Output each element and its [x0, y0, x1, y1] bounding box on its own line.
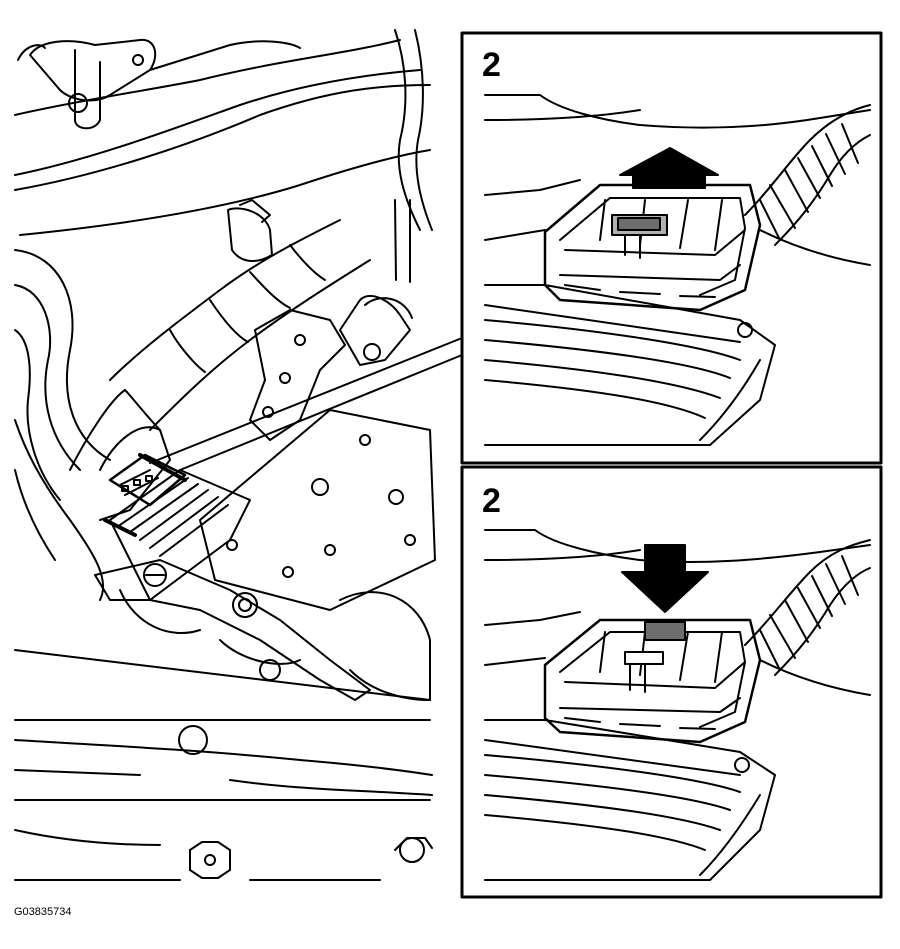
upper-hoses	[14, 29, 433, 283]
callout-leader	[149, 337, 463, 471]
inset-bottom-content	[484, 529, 871, 881]
inset-top-content	[484, 94, 871, 446]
arrow-down-icon	[621, 544, 709, 613]
inset-panel-bottom	[460, 465, 883, 899]
lower-bracket	[94, 559, 431, 701]
top-module	[484, 284, 776, 446]
lower-bolts	[14, 829, 433, 881]
top-harness	[744, 104, 871, 246]
mounting-bracket	[249, 295, 413, 441]
mounting-plate	[199, 409, 436, 611]
bottom-latch	[644, 621, 686, 641]
control-module	[103, 453, 251, 601]
bottom-module	[484, 719, 776, 881]
bottom-harness	[744, 539, 871, 676]
arrow-up-icon	[619, 147, 719, 189]
step-number-bottom: 2	[482, 482, 501, 520]
bottom-connector	[543, 618, 762, 744]
lower-cover	[14, 649, 433, 801]
left-hose	[14, 249, 111, 601]
inset-panel-top	[460, 31, 883, 465]
engine-bay-overview	[14, 29, 463, 881]
step-number-top: 2	[482, 46, 501, 84]
wiring-loom	[69, 199, 371, 521]
top-panel-cover	[484, 94, 871, 266]
top-bracket	[17, 38, 301, 130]
figure-id-label: G03835734	[14, 906, 72, 918]
